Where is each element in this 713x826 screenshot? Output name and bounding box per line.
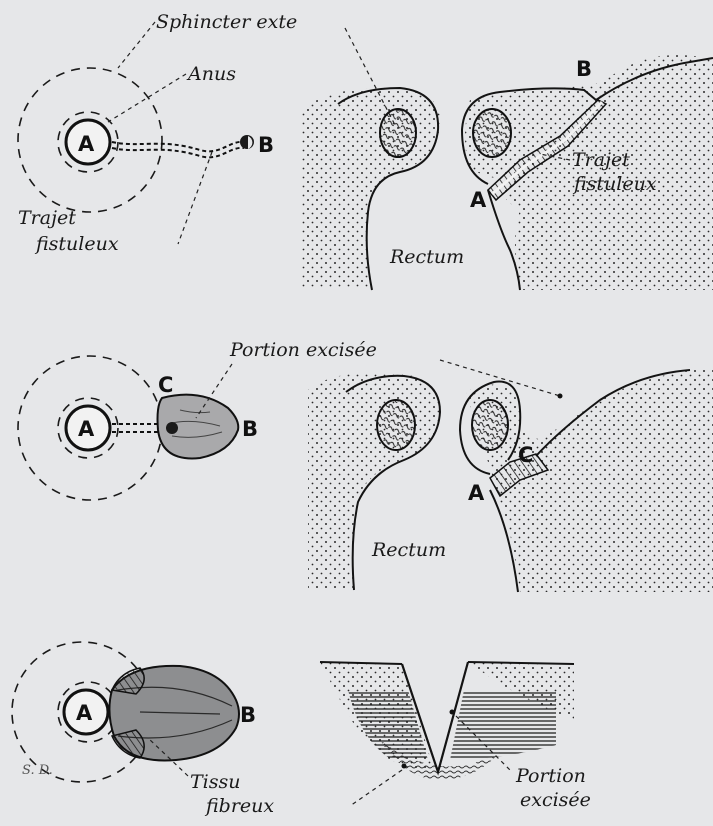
- fibreux-label: fibreux: [204, 795, 274, 817]
- letter-B-2: B: [576, 57, 592, 81]
- letter-B-1: B: [258, 133, 274, 157]
- letter-C-1: C: [158, 373, 173, 397]
- tissu-label: Tissu: [190, 771, 241, 793]
- trajet-label-right: Trajet: [572, 149, 630, 171]
- trajet-label-left: Trajet: [18, 207, 76, 229]
- portion-excisee-label: Portion excisée: [229, 339, 377, 361]
- anus-label: Anus: [186, 63, 236, 85]
- row2-section-view: A C Rectum: [308, 368, 713, 592]
- right-fibrous-band: [450, 690, 556, 760]
- fistuleux-label-left: fistuleux: [34, 233, 119, 255]
- letter-A-1: A: [78, 132, 95, 156]
- rectum-label-1: Rectum: [389, 246, 464, 268]
- excisee-label-bottom: excisée: [520, 789, 591, 811]
- rectum-label-2: Rectum: [371, 539, 446, 561]
- sphincter-section-right: [473, 109, 511, 157]
- portion-label-bottom: Portion: [515, 765, 586, 787]
- row3-left-view: A B Tissu fibreux S. D.: [12, 642, 274, 817]
- letter-C-2: C: [518, 443, 533, 467]
- row3-section-view: Portion excisée: [320, 662, 591, 811]
- row1-section-view: A B Rectum Trajet fistuleux: [300, 28, 713, 290]
- letter-A-2: A: [470, 188, 487, 212]
- letter-A-4: A: [468, 481, 485, 505]
- letter-B-5: B: [240, 703, 256, 727]
- sphincter-section-left: [380, 109, 416, 157]
- fistuleux-label-right: fistuleux: [572, 173, 657, 195]
- letter-B-3: B: [242, 417, 258, 441]
- letter-A-5: A: [76, 701, 93, 725]
- sphincter-label: Sphincter exte: [156, 11, 297, 33]
- signature: S. D.: [22, 763, 53, 778]
- row1-left-view: A B Sphincter exte Anus Trajet fistuleux: [18, 11, 297, 255]
- fistula-tract: [112, 142, 244, 152]
- letter-A-3: A: [78, 417, 95, 441]
